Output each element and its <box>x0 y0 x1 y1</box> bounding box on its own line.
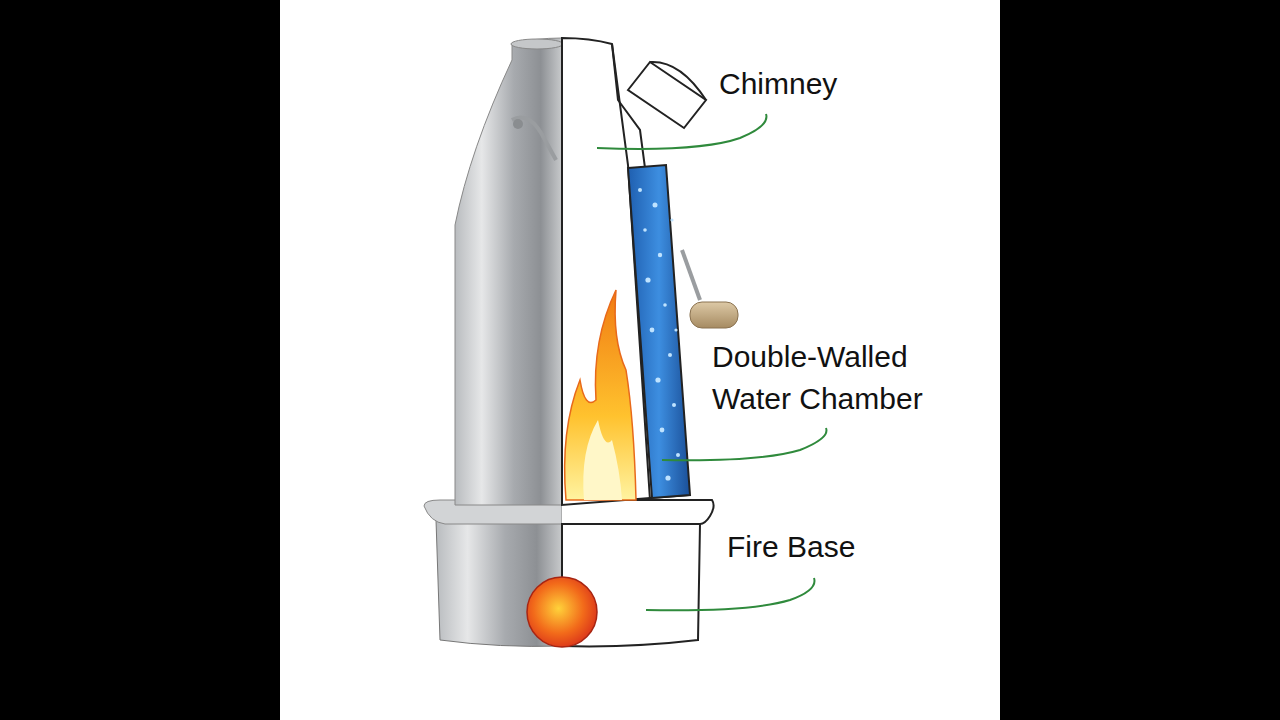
part-label: Double-Walled Water Chamber <box>712 336 962 420</box>
leader-line <box>646 578 815 610</box>
part-label: Chimney <box>719 63 969 105</box>
leader-line <box>662 428 826 460</box>
part-label: Fire Base <box>727 526 977 568</box>
leader-line <box>597 114 766 149</box>
